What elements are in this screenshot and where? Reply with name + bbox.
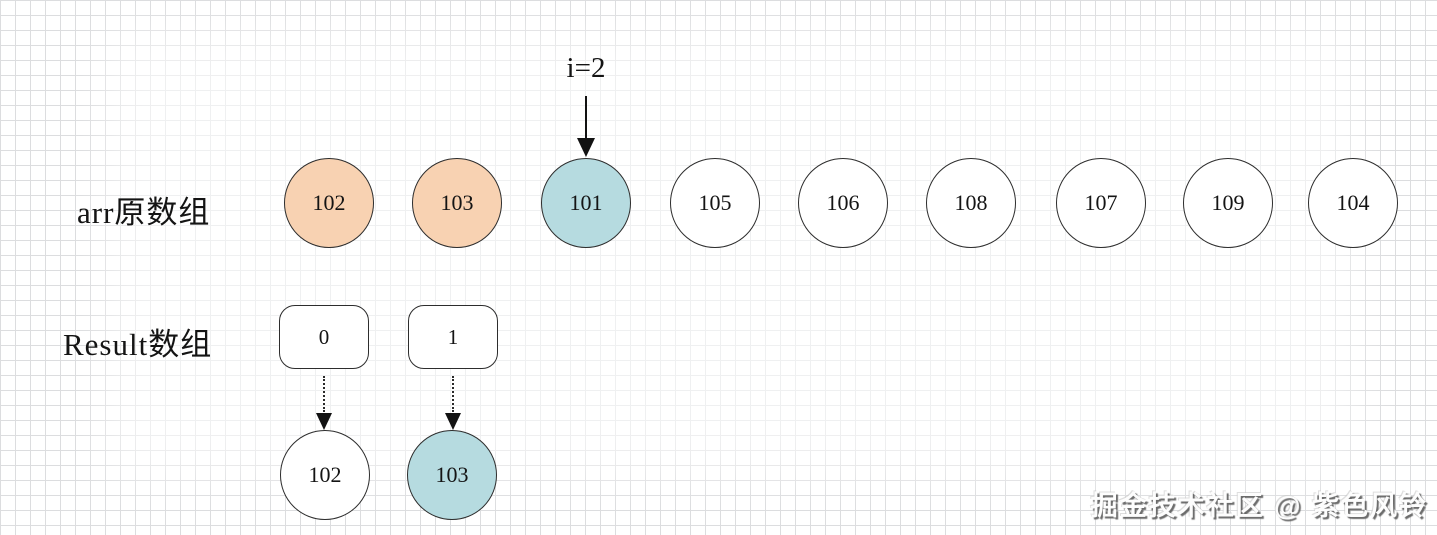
down-arrow-line — [585, 96, 587, 140]
down-arrow-head-icon — [577, 138, 595, 157]
arr-node-3: 105 — [670, 158, 760, 248]
arr-node-2: 101 — [541, 158, 631, 248]
arr-row-label: arr原数组 — [77, 195, 211, 230]
result-row-label: Result数组 — [63, 327, 213, 362]
watermark-text: 掘金技术社区 @ 紫色风铃 — [1090, 491, 1428, 521]
arr-node-7: 109 — [1183, 158, 1273, 248]
arr-node-5: 108 — [926, 158, 1016, 248]
arr-node-1: 103 — [412, 158, 502, 248]
result-slot-1: 1 — [408, 305, 498, 369]
dotted-connector-line-1 — [452, 376, 454, 412]
grid-fade-overlay — [110, 35, 1350, 475]
arr-node-8: 104 — [1308, 158, 1398, 248]
dotted-connector-line-0 — [323, 376, 325, 412]
arr-node-6: 107 — [1056, 158, 1146, 248]
dotted-connector-head-icon-1 — [445, 413, 461, 430]
result-target-node-1: 103 — [407, 430, 497, 520]
dotted-connector-head-icon-0 — [316, 413, 332, 430]
result-slot-0: 0 — [279, 305, 369, 369]
arr-node-0: 102 — [284, 158, 374, 248]
index-pointer-label: i=2 — [566, 52, 606, 84]
result-target-node-0: 102 — [280, 430, 370, 520]
arr-node-4: 106 — [798, 158, 888, 248]
